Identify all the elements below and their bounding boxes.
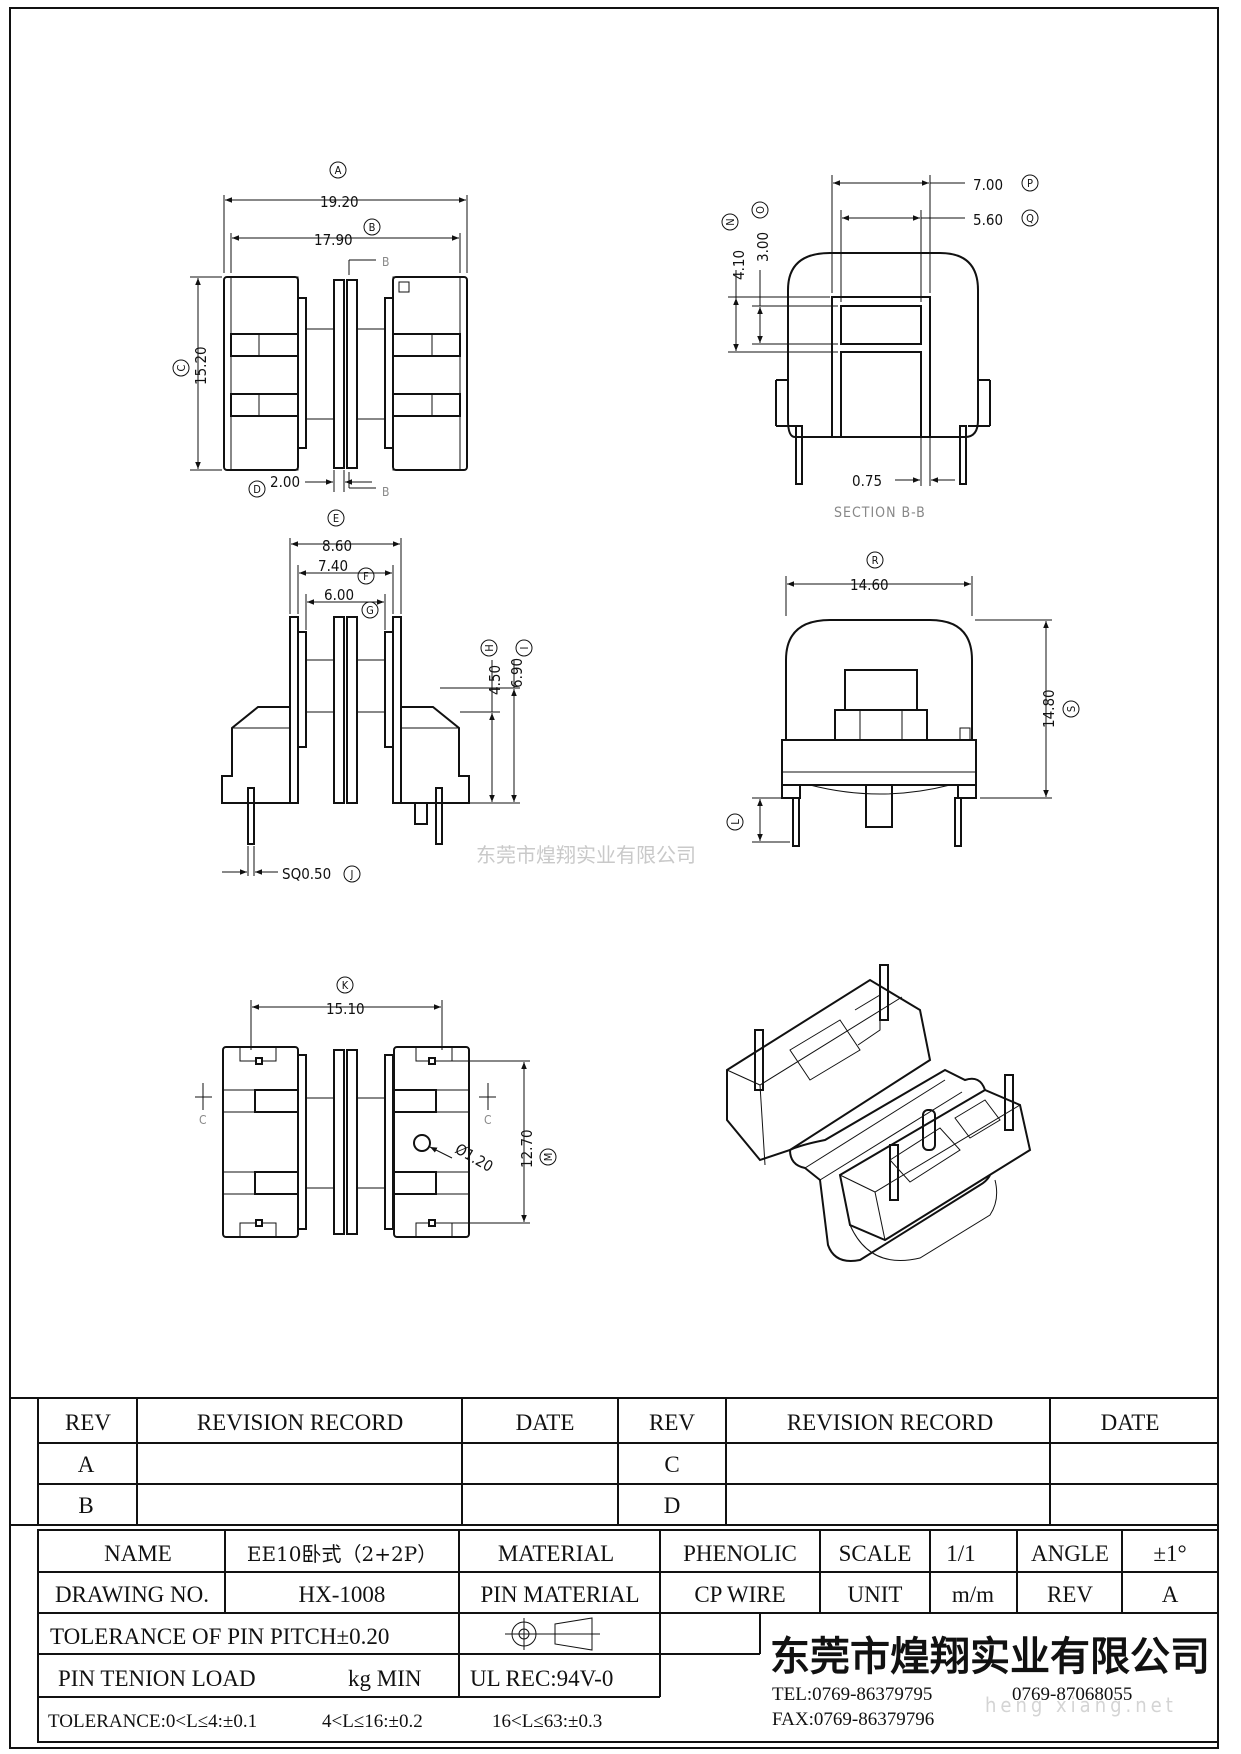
revision-table: REV REVISION RECORD DATE REV REVISION RE… [10,1397,1218,1526]
tolerance-1: TOLERANCE:0<L≤4:±0.1 [48,1711,257,1732]
watermark-company: 东莞市煌翔实业有限公司 [476,843,696,867]
dim-p-value: 7.00 [973,176,1003,194]
section-mark-b-top: B [382,255,389,269]
rev-header-1: REV [65,1410,111,1435]
dim-r-circle: R [872,554,879,567]
dim-c-circle: C [175,364,188,371]
dim-m-circle: M [542,1153,555,1162]
dim-d-circle: D [253,483,261,496]
dim-l-circle: L [729,819,742,825]
dim-k-value: 15.10 [326,1000,365,1018]
drawing-no-value: HX-1008 [299,1582,386,1607]
dim-p-circle: P [1027,177,1033,190]
dim-b-value: 17.90 [314,231,353,249]
angle-value: ±1° [1153,1541,1186,1566]
dim-c-value: 15.20 [192,346,210,385]
name-label: NAME [104,1541,172,1566]
dim-b-circle: B [369,221,376,234]
top-view: B B 19.20 A 17.90 B 15.20 C D 2.00 [172,161,468,499]
revision-record-header-2: REVISION RECORD [787,1410,993,1435]
tolerance-2: 4<L≤16:±0.2 [322,1711,423,1732]
rev-a: A [78,1452,95,1477]
front-view: 8.60 E 7.40 F 6.00 G 4.50 6.90 H I SQ0.5 [221,509,533,883]
scale-label: SCALE [839,1541,912,1566]
date-header-2: DATE [1101,1410,1160,1435]
bottom-view: Ø1.20 C C 15.10 K 12.70 M [195,976,557,1238]
drawing-border [9,7,1219,1749]
dim-h-circle: H [483,644,496,651]
drawing-no-label: DRAWING NO. [55,1582,209,1607]
dim-k-circle: K [342,979,349,992]
ul-rec: UL REC:94V-0 [470,1666,613,1691]
section-mark-c-left: C [199,1113,207,1127]
unit-value: m/m [952,1582,994,1607]
rev-c: C [664,1452,679,1477]
dim-j-circle: J [350,868,354,881]
dim-q-value: 5.60 [973,211,1003,229]
dim-f-value: 7.40 [318,557,348,575]
rev-b: B [78,1493,93,1518]
pin-tension-label: PIN TENION LOAD [58,1666,256,1691]
rev-d: D [664,1493,681,1518]
section-mark-c-right: C [484,1113,492,1127]
dim-d-value: 2.00 [270,473,300,491]
dim-m-value: 12.70 [518,1129,536,1168]
section-label: SECTION B-B [834,505,926,521]
watermark-website: heng xiang.net [985,1693,1177,1717]
dim-n-value: 4.10 [730,250,748,280]
dim-h-value: 4.50 [486,665,504,695]
rev-value: A [1162,1582,1179,1607]
tel-2: 0769-87068055 [1012,1684,1132,1705]
isometric-view [726,964,1032,1262]
projection-symbol [505,1617,600,1651]
dim-i-value: 6.90 [508,658,526,688]
dim-j-value: SQ0.50 [282,865,331,883]
side-view: 14.60 R 14.80 S L [726,551,1080,847]
tel-1: TEL:0769-86379795 [772,1684,932,1705]
dim-i-circle: I [518,647,531,650]
company-name: 东莞市煌翔实业有限公司 [770,1633,1210,1680]
scale-value: 1/1 [946,1541,975,1566]
dim-f-circle: F [363,570,369,583]
dim-r-value: 14.60 [850,576,889,594]
material-label: MATERIAL [498,1541,614,1566]
tolerance-3: 16<L≤63:±0.3 [492,1711,602,1732]
revision-record-header-1: REVISION RECORD [197,1410,403,1435]
dim-e-value: 8.60 [322,537,352,555]
dim-s-value: 14.80 [1040,689,1058,728]
dim-s-circle: S [1065,706,1078,712]
pin-tension-value: kg MIN [348,1666,422,1691]
dim-a-circle: A [335,164,342,177]
section-b-b-view: 7.00 P 5.60 Q 4.10 3.00 N O 0.75 SECTION… [721,174,1039,521]
title-block: NAME EE10卧式（2+2P） MATERIAL PHENOLIC SCAL… [37,1529,1219,1743]
section-mark-b-bottom: B [382,485,389,499]
material-value: PHENOLIC [683,1541,797,1566]
name-value: EE10卧式（2+2P） [247,1542,437,1566]
dim-o-value: 3.00 [754,232,772,262]
dim-a-value: 19.20 [320,193,359,211]
pin-material-label: PIN MATERIAL [480,1582,639,1607]
dim-e-circle: E [333,512,339,525]
dim-q-circle: Q [1026,212,1034,225]
dim-g-circle: G [366,604,374,617]
dim-hole-value: Ø1.20 [452,1140,496,1176]
date-header-1: DATE [516,1410,575,1435]
unit-label: UNIT [848,1582,903,1607]
pin-pitch-tolerance: TOLERANCE OF PIN PITCH±0.20 [50,1624,389,1649]
angle-label: ANGLE [1031,1541,1109,1566]
rev-header-2: REV [649,1410,695,1435]
dim-n-circle: N [724,218,737,225]
rev-label: REV [1047,1582,1093,1607]
dim-g-value: 6.00 [324,586,354,604]
dim-wall-value: 0.75 [852,472,882,490]
pin-material-value: CP WIRE [694,1582,785,1607]
dim-o-circle: O [754,206,767,214]
fax: FAX:0769-86379796 [772,1709,934,1730]
